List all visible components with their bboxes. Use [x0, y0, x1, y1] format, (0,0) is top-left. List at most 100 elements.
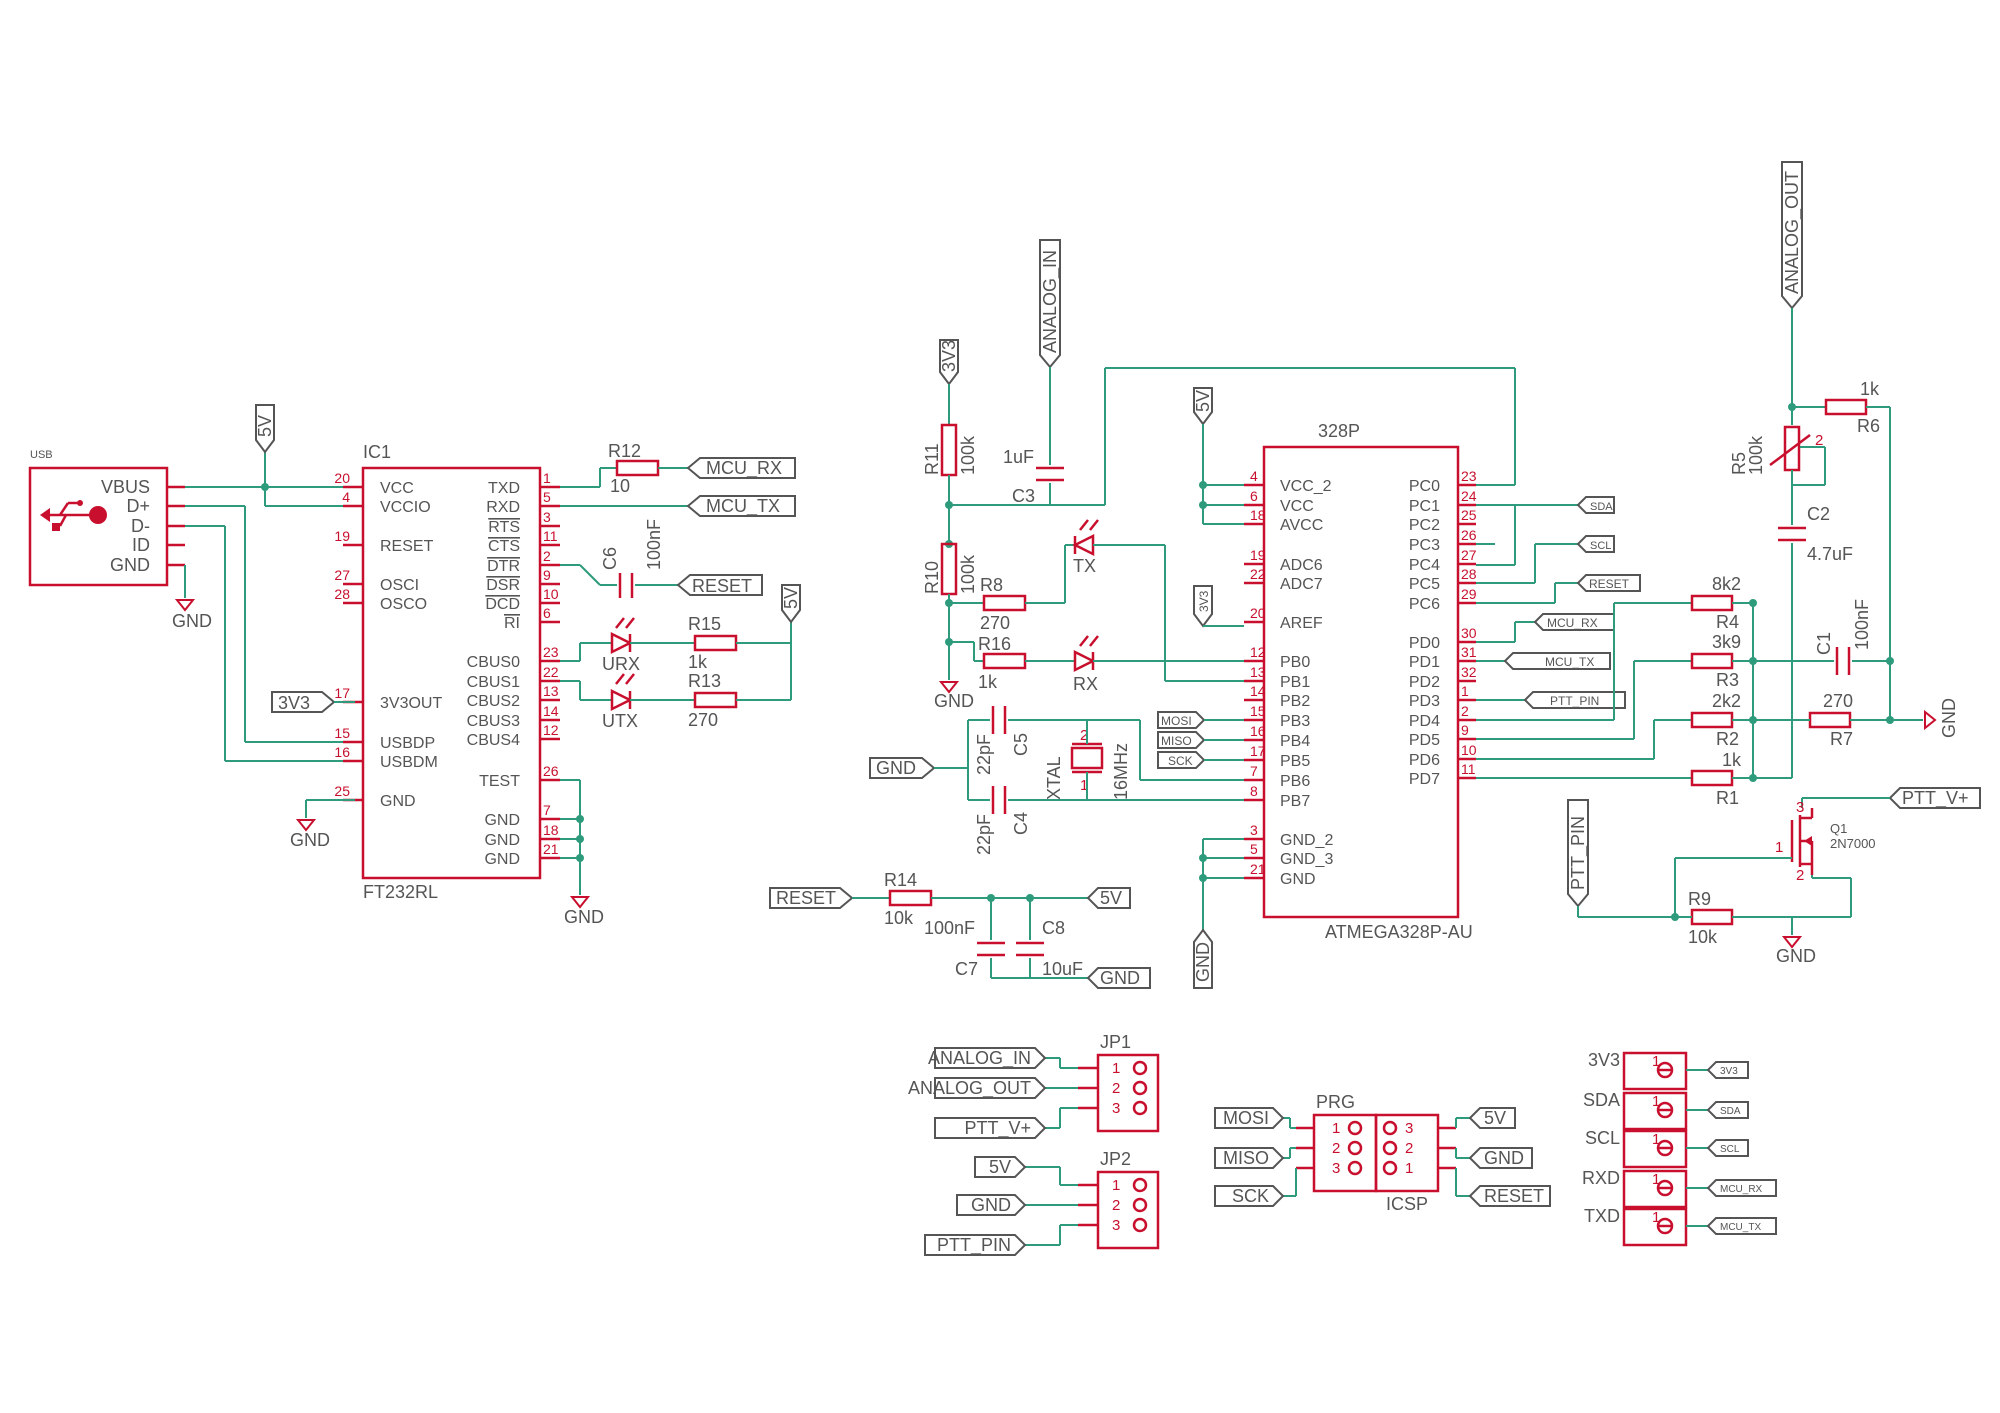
- ic1-pin-name: DCD: [485, 596, 520, 613]
- mcu-atmega328p: 328P ATMEGA328P-AU 4VCC_26VCC18AVCC19ADC…: [1244, 421, 1477, 942]
- svg-text:3V3: 3V3: [939, 340, 959, 372]
- svg-text:1: 1: [1405, 1160, 1413, 1177]
- mcu-pin-number: 27: [1461, 547, 1477, 563]
- mcu-pin-name: PD7: [1409, 771, 1440, 788]
- mcu-pin-name: AVCC: [1280, 517, 1323, 534]
- net-miso-prg-text: MISO: [1223, 1148, 1269, 1168]
- svg-text:10k: 10k: [884, 908, 914, 928]
- svg-text:2: 2: [1080, 727, 1088, 744]
- single-header-net: [1706, 1217, 1777, 1235]
- mosfet-q1: 3 2 1 Q1 2N7000: [1775, 799, 1876, 884]
- mcu-pin-number: 4: [1250, 468, 1258, 484]
- svg-text:SCL: SCL: [1590, 540, 1611, 552]
- mcu-pin-name: PD6: [1409, 752, 1440, 769]
- svg-text:R5: R5: [1729, 452, 1749, 475]
- svg-text:270: 270: [980, 613, 1010, 633]
- mcu-pin-number: 13: [1250, 664, 1266, 680]
- ic1-pin-name: CBUS4: [467, 732, 520, 749]
- net-ptt-v-q1: PTT_V+: [1888, 787, 1981, 809]
- svg-text:R14: R14: [884, 870, 917, 890]
- ic1-pin-name: GND: [484, 832, 520, 849]
- ic1-pin-number: 13: [543, 683, 559, 699]
- svg-text:1: 1: [1652, 1053, 1660, 1070]
- ic1-pin-number: 2: [543, 548, 551, 564]
- ic1-pin-name: GND: [484, 851, 520, 868]
- usb-pin-label: ID: [132, 535, 150, 555]
- ic1-pin-number: 18: [543, 822, 559, 838]
- ic1-pin-number: 3: [543, 509, 551, 525]
- ic1-pin-number: 25: [334, 783, 350, 799]
- net-analog-in-jp1: [934, 1047, 1047, 1069]
- svg-text:TX: TX: [1073, 556, 1096, 576]
- ic1-pin-number: 10: [543, 586, 559, 602]
- ic1-pin-name: CBUS2: [467, 693, 520, 710]
- ic1-pin-name: CBUS0: [467, 654, 520, 671]
- net-reset-mcu: RESET: [1576, 574, 1641, 592]
- mcu-pin-number: 17: [1250, 743, 1266, 759]
- net-ptt-pin-jp2-text: PTT_PIN: [937, 1235, 1011, 1256]
- svg-text:1: 1: [1332, 1120, 1340, 1137]
- mcu-pin-name: PB6: [1280, 773, 1310, 790]
- net-ptt-pin-q1: PTT_PIN: [1567, 799, 1589, 908]
- svg-text:1k: 1k: [1722, 750, 1742, 770]
- mcu-pin-number: 24: [1461, 488, 1477, 504]
- usb-pin-label: GND: [110, 555, 150, 575]
- net-mcu-rx-ic1: MCU_RX: [686, 457, 796, 479]
- mcu-pin-number: 20: [1250, 605, 1266, 621]
- net-3v3-mcu: 3V3: [939, 339, 959, 386]
- svg-text:C6: C6: [600, 547, 620, 570]
- mcu-pin-number: 7: [1250, 763, 1258, 779]
- mcu-pin-number: 11: [1461, 761, 1476, 777]
- net-ptt-v-jp1: [934, 1117, 1047, 1139]
- net-gnd-xtal: GND: [869, 757, 936, 779]
- mcu-pin-name: PB4: [1280, 733, 1310, 750]
- mcu-pin-name: AREF: [1280, 615, 1323, 632]
- svg-text:R2: R2: [1716, 729, 1739, 749]
- led-rx: RX: [1073, 635, 1099, 694]
- mcu-pin-number: 2: [1461, 703, 1469, 719]
- single-header-net: [1706, 1139, 1749, 1157]
- ic1-pin-name: OSCI: [380, 577, 419, 594]
- ic1-pin-name: TEST: [479, 773, 520, 790]
- svg-text:ANALOG_OUT: ANALOG_OUT: [1782, 171, 1803, 294]
- mcu-part: ATMEGA328P-AU: [1325, 922, 1473, 942]
- mcu-pin-name: PB2: [1280, 693, 1310, 710]
- svg-text:R8: R8: [980, 575, 1003, 595]
- svg-text:3k9: 3k9: [1712, 632, 1741, 652]
- mcu-pin-name: VCC: [1280, 498, 1314, 515]
- net-ptt-v-jp1-text: PTT_V+: [964, 1118, 1031, 1139]
- svg-text:100nF: 100nF: [924, 918, 975, 938]
- usb-icon: [40, 500, 107, 531]
- svg-text:UTX: UTX: [602, 711, 638, 731]
- svg-text:R11: R11: [922, 443, 942, 475]
- svg-text:1: 1: [1112, 1177, 1120, 1194]
- svg-text:1k: 1k: [688, 652, 708, 672]
- svg-text:RESET: RESET: [692, 576, 752, 596]
- mcu-pin-number: 12: [1250, 644, 1266, 660]
- svg-text:16MHz: 16MHz: [1111, 743, 1131, 800]
- svg-text:MCU_TX: MCU_TX: [706, 496, 780, 517]
- single-header-label: TXD: [1584, 1206, 1620, 1226]
- svg-text:2: 2: [1815, 432, 1823, 449]
- ic1-pin-name: CTS: [488, 538, 520, 555]
- net-5v-icsp-text: 5V: [1484, 1108, 1506, 1128]
- ic1-pin-name: DSR: [486, 577, 520, 594]
- net-gnd-icsp: [1468, 1147, 1533, 1169]
- svg-text:270: 270: [688, 710, 718, 730]
- svg-text:1k: 1k: [978, 672, 998, 692]
- net-gnd-mcu: GND: [1193, 928, 1213, 989]
- ic1-pin-number: 11: [543, 528, 558, 544]
- net-sda-mcu: SDA: [1576, 496, 1615, 514]
- svg-text:PTT_V+: PTT_V+: [1902, 788, 1969, 809]
- svg-text:4.7uF: 4.7uF: [1807, 544, 1853, 564]
- net-mosi-pb3: MOSI: [1157, 711, 1206, 729]
- ic1-pin-name: RESET: [380, 538, 434, 555]
- ic1-ft232rl: IC1 FT232RL 20VCC4VCCIO19RESET27OSCI28OS…: [334, 442, 560, 902]
- net-analog-in: ANALOG_IN: [1039, 239, 1061, 369]
- svg-text:C4: C4: [1011, 812, 1031, 835]
- net-analog-in-jp1-text: ANALOG_IN: [928, 1048, 1031, 1069]
- svg-text:2: 2: [1332, 1140, 1340, 1157]
- svg-text:1k: 1k: [1860, 379, 1880, 399]
- ic1-pin-number: 14: [543, 703, 559, 719]
- single-header-net: [1706, 1061, 1749, 1079]
